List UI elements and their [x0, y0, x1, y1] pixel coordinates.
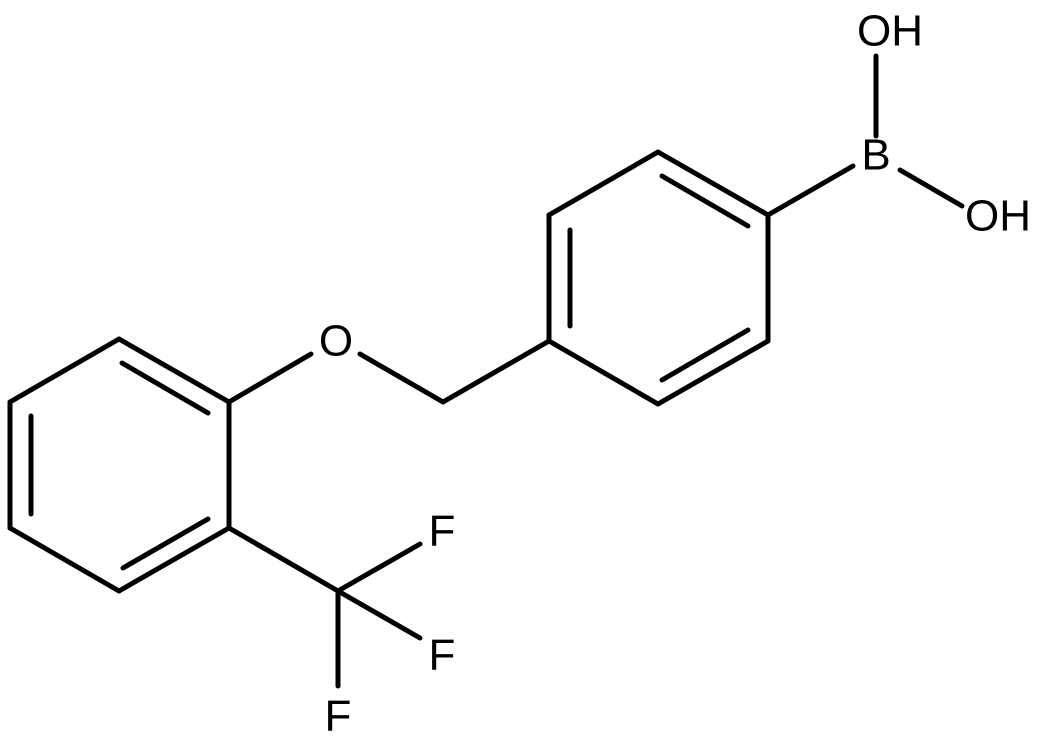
fluorine-2-label: F [429, 631, 456, 680]
oh-top-label: OH [857, 7, 923, 56]
bond-ring1-double-1 [659, 173, 751, 229]
bond-ring2-e [116, 525, 232, 594]
bond-ring2-double-3 [120, 516, 211, 571]
trifluoromethyl-group: F F F [226, 507, 456, 740]
benzene-ring-trifluoromethyl [7, 336, 232, 594]
fluorine-3-label: F [325, 692, 352, 740]
bond-boron-oh-right [897, 167, 965, 209]
bond-c-f2 [335, 588, 423, 641]
bond-ring2-b [7, 336, 122, 405]
bond-ring-boron [765, 163, 856, 218]
bond-ring1-a [655, 149, 771, 218]
bond-ring2-double-1 [119, 360, 211, 416]
bond-ring1-c [655, 338, 771, 407]
bond-ring2-d [7, 525, 122, 594]
oh-right-label: OH [965, 192, 1031, 241]
bond-ring1-double-2 [659, 327, 751, 383]
bond-ch2-oxygen [357, 351, 446, 405]
benzene-ring-boronic [546, 149, 771, 407]
bond-ring2-a [116, 336, 232, 405]
bond-ring-cf3 [226, 525, 341, 594]
benzyl-ether-linker: O [226, 317, 552, 405]
boron-label: B [861, 131, 890, 180]
bond-ring1-d [546, 338, 661, 407]
bond-ring1-f [546, 149, 661, 218]
bond-ring-ch2 [440, 338, 552, 405]
bond-oxygen-ring [226, 351, 314, 405]
fluorine-1-label: F [429, 507, 456, 556]
ether-oxygen-label: O [319, 317, 353, 366]
bond-c-f1 [335, 541, 423, 594]
boronic-acid-group: OH B OH [765, 7, 1031, 241]
